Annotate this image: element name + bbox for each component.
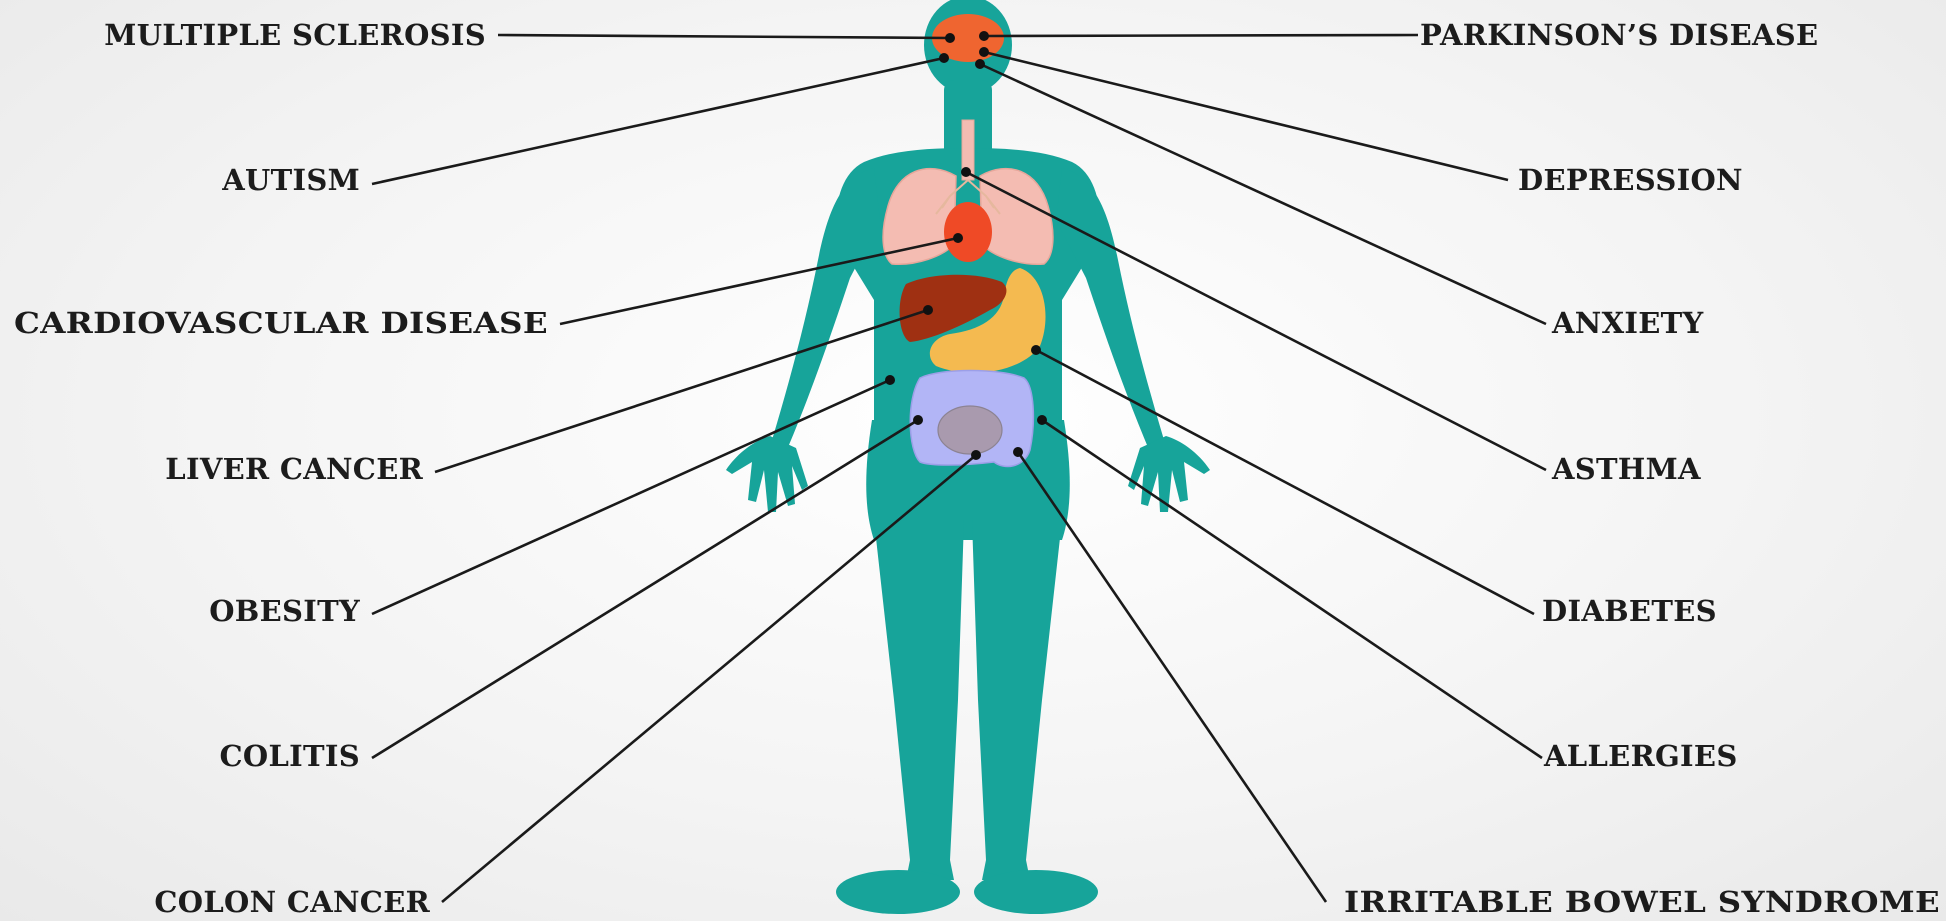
label-cardiovascular-disease: CARDIOVASCULAR DISEASE (14, 306, 548, 340)
heart (944, 202, 992, 262)
dot-asthma (961, 167, 971, 177)
dot-parkinsons-disease (979, 31, 989, 41)
leader-multiple-sclerosis (498, 35, 950, 38)
small-intestine (938, 406, 1002, 454)
label-colitis: COLITIS (220, 739, 361, 773)
label-depression: DEPRESSION (1518, 163, 1743, 197)
dot-depression (979, 47, 989, 57)
dot-allergies (1037, 415, 1047, 425)
right-foot (974, 870, 1098, 914)
dot-diabetes (1031, 345, 1041, 355)
dot-multiple-sclerosis (945, 33, 955, 43)
label-parkinsons-disease: PARKINSON’S DISEASE (1420, 18, 1818, 52)
leader-colitis (372, 420, 918, 758)
dot-irritable-bowel-syndrome (1013, 447, 1023, 457)
right-hand (1128, 436, 1210, 512)
dot-colitis (913, 415, 923, 425)
leader-parkinsons-disease (984, 35, 1418, 36)
label-multiple-sclerosis: MULTIPLE SCLEROSIS (104, 18, 486, 52)
dot-obesity (885, 375, 895, 385)
label-obesity: OBESITY (209, 594, 360, 628)
dot-colon-cancer (971, 450, 981, 460)
label-diabetes: DIABETES (1542, 594, 1717, 628)
dot-anxiety (975, 59, 985, 69)
leader-obesity (372, 380, 890, 614)
dot-liver-cancer (923, 305, 933, 315)
label-irritable-bowel-syndrome: IRRITABLE BOWEL SYNDROME (1344, 885, 1940, 919)
leader-irritable-bowel-syndrome (1018, 452, 1326, 902)
right-leg (972, 520, 1062, 880)
leader-allergies (1042, 420, 1542, 758)
label-allergies: ALLERGIES (1543, 739, 1738, 773)
dot-autism (939, 53, 949, 63)
label-autism: AUTISM (221, 163, 360, 197)
label-asthma: ASTHMA (1551, 452, 1701, 486)
leader-diabetes (1036, 350, 1534, 614)
dot-cardiovascular-disease (953, 233, 963, 243)
left-leg (874, 520, 964, 880)
label-colon-cancer: COLON CANCER (154, 885, 430, 919)
leader-autism (372, 58, 944, 184)
label-liver-cancer: LIVER CANCER (165, 452, 423, 486)
label-anxiety: ANXIETY (1551, 306, 1704, 340)
left-foot (836, 870, 960, 914)
